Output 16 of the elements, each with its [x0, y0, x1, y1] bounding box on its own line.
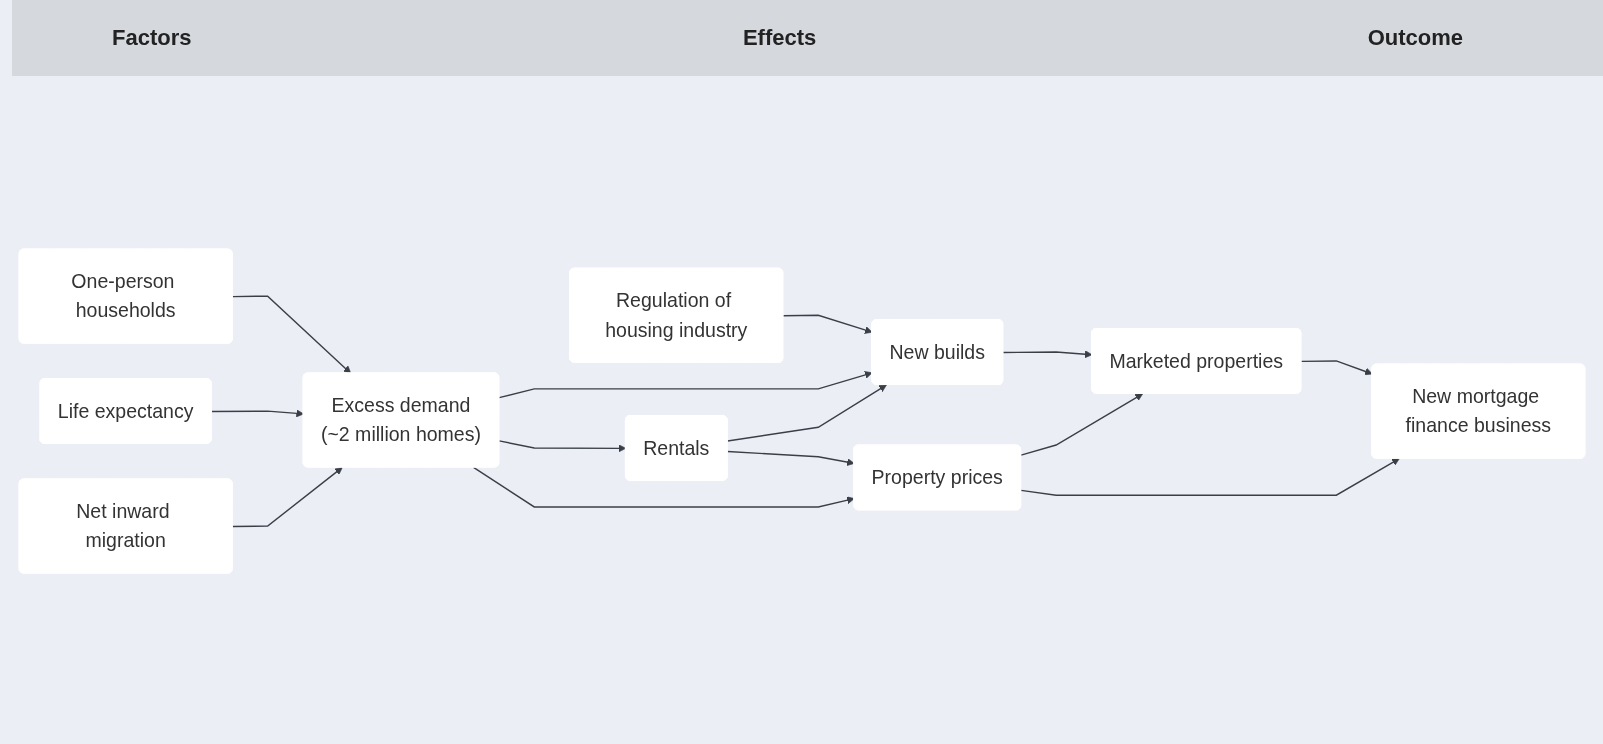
arrow: [498, 440, 627, 453]
column-heading: Factors: [112, 25, 192, 51]
arrow: [231, 295, 352, 375]
arrow: [211, 409, 304, 418]
column-heading: Effects: [742, 25, 817, 51]
arrow: [231, 467, 343, 528]
arrow: [1300, 360, 1373, 376]
arrow: [1020, 393, 1144, 457]
arrow: [1020, 458, 1400, 497]
arrow: [472, 467, 855, 509]
arrow: [1002, 350, 1093, 359]
arrow: [726, 384, 887, 443]
arrow: [726, 451, 855, 467]
arrow: [498, 371, 873, 399]
arrow: [782, 314, 873, 335]
column-heading: Outcome: [1367, 25, 1463, 51]
